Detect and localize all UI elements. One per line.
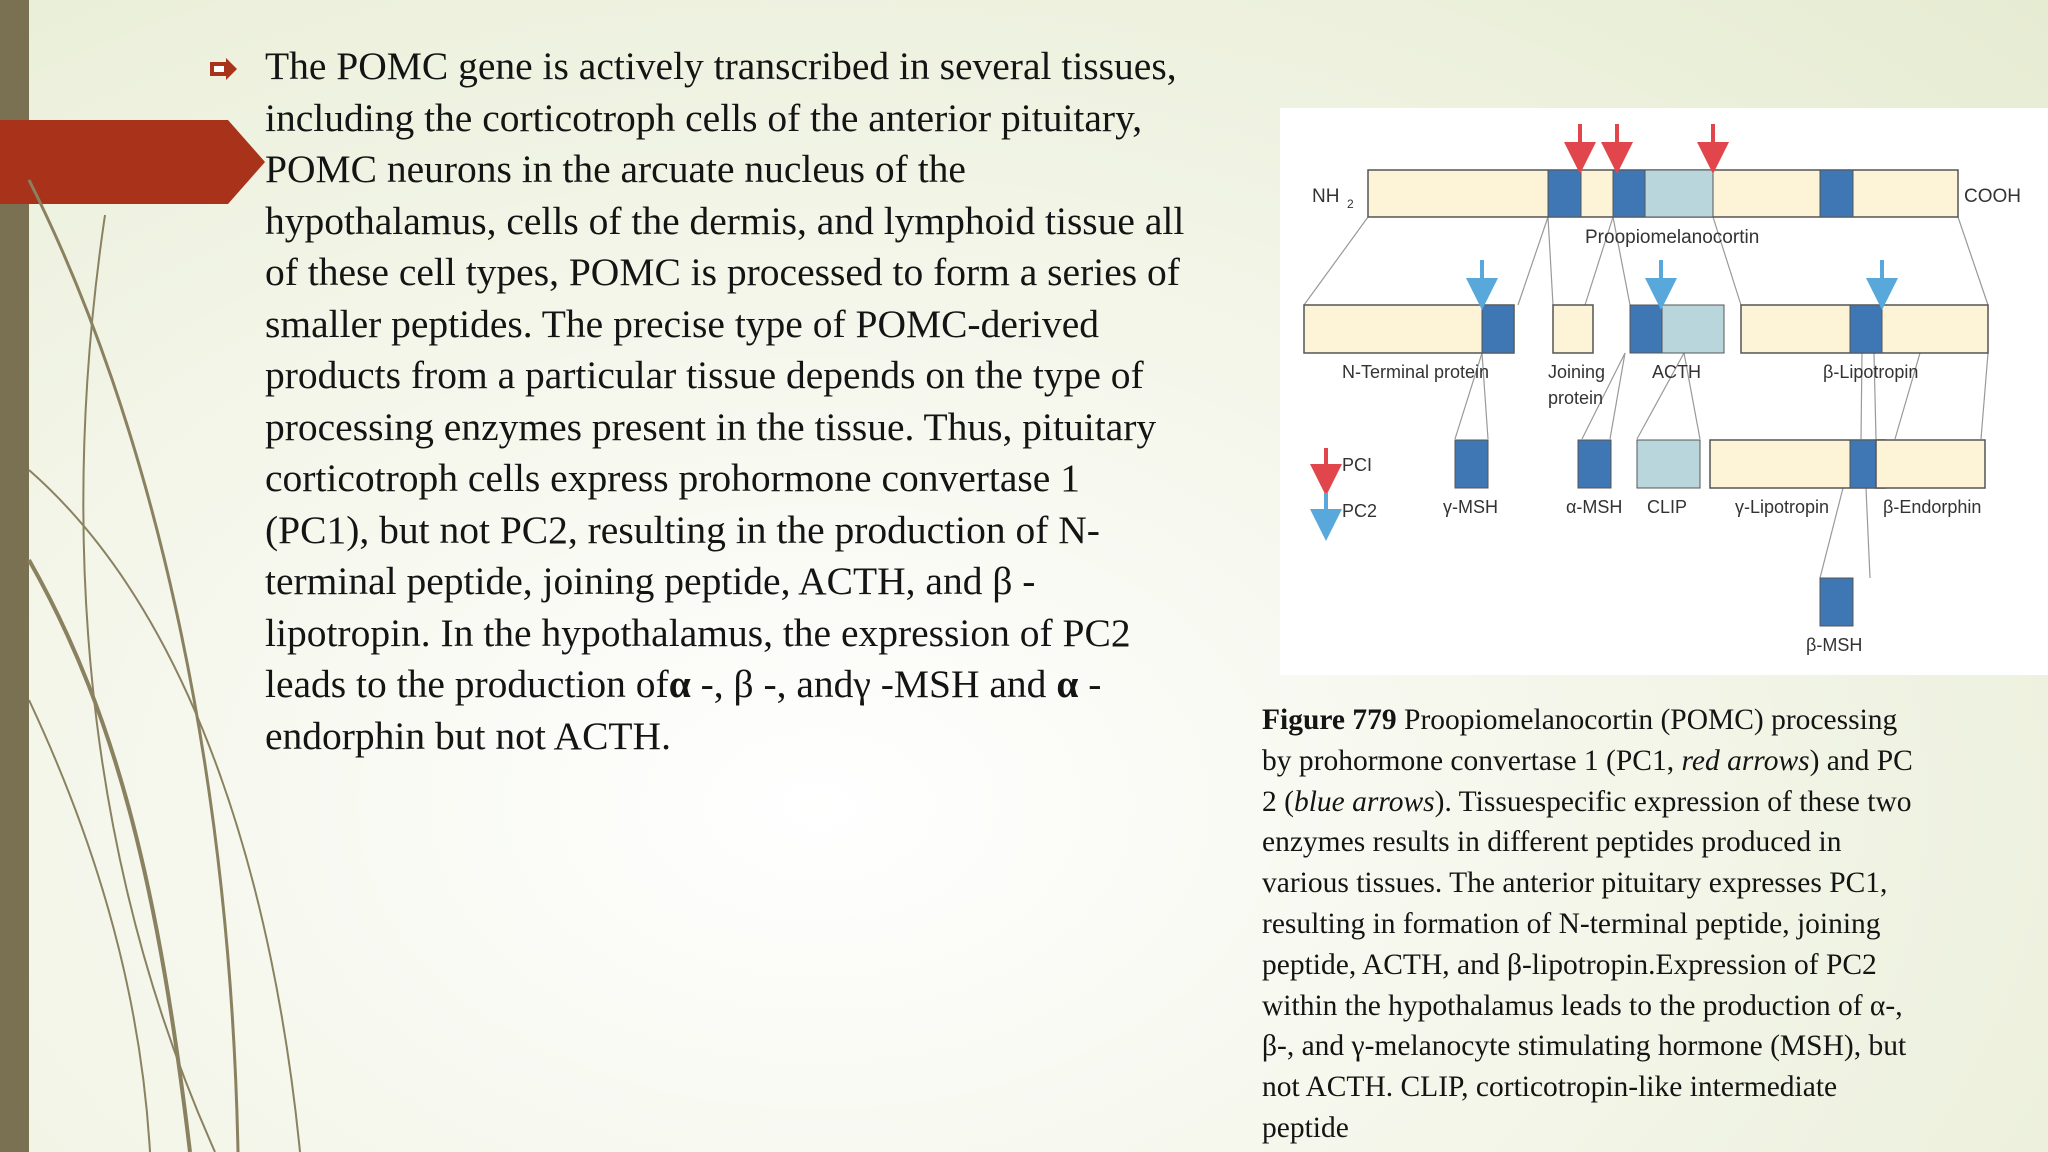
b-endorphin-label: β-Endorphin [1883,497,1981,517]
a-msh-block [1577,439,1612,489]
text-fragment: 2 ( [1262,785,1294,818]
bullet-line: endorphin but not ACTH. [265,713,671,758]
text-fragment: - [1078,662,1102,706]
nh2-subscript: 2 [1347,197,1354,211]
figure-label: Figure 779 [1262,704,1397,736]
caption-line: β-, and γ-melanocyte stimulating hormone… [1262,1030,1907,1063]
a-msh-label: α-MSH [1566,497,1622,517]
pc1-legend-label: PCI [1342,455,1372,475]
caption-line: within the hypothalamus leads to the pro… [1262,989,1903,1022]
cooh-label: COOH [1964,186,2021,207]
bullet-line: POMC neurons in the arcuate nucleus of t… [265,147,966,191]
joining-protein-block [1552,304,1594,354]
bullet-line: hypothalamus, cells of the dermis, and l… [265,198,1185,243]
clip-block [1636,439,1701,489]
caption-line: Figure 779 Proopiomelanocortin (POMC) pr… [1262,700,2022,741]
pomc-precursor-bar [1367,169,1959,218]
caption-line: by prohormone convertase 1 (PC1, red arr… [1262,741,2022,782]
text-fragment: leads to the production of [265,662,669,706]
text-fragment: γ -MSH and [853,662,1057,706]
nh2-label: NH [1312,186,1339,207]
bullet-line: (PC1), but not PC2, resulting in the pro… [265,507,1100,552]
caption-line: not ACTH. CLIP, corticotropin-like inter… [1262,1071,1838,1104]
pc2-legend-label: PC2 [1342,501,1377,521]
italic-text: blue arrows [1293,785,1435,818]
b-lipotropin-block [1740,304,1989,354]
b-msh-block [1819,577,1854,627]
bullet-line: processing enzymes present in the tissue… [265,404,1157,449]
bullet-line: of these cell types, POMC is processed t… [265,250,1180,294]
text-fragment: by prohormone convertase 1 (PC1, [1262,744,1682,777]
alpha-symbol: α [668,662,691,706]
bullet-line: products from a particular tissue depend… [265,353,1144,397]
g-lipotropin-block [1709,439,1886,489]
g-lipotropin-label: γ-Lipotropin [1735,497,1829,517]
g-msh-block [1454,439,1489,489]
g-msh-label: γ-MSH [1443,497,1498,517]
bullet-line: The POMC gene is actively transcribed in… [265,44,1177,88]
arrow-bullet-icon [210,58,237,80]
acth-block [1629,304,1725,354]
caption-line: 2 (blue arrows). Tissuespecific expressi… [1262,782,2022,823]
text-fragment: ). Tissuespecific expression of these tw… [1434,785,1912,818]
b-endorphin-block [1875,439,1986,489]
alpha-symbol: α [1056,662,1079,706]
red-arrow-tab [0,120,265,204]
bullet-line: leads to the production ofα -, β -, andγ… [265,659,1265,711]
joining-protein-label: Joining [1548,362,1605,382]
b-lipotropin-label: β-Lipotropin [1823,362,1918,382]
n-terminal-protein-label: N-Terminal protein [1342,362,1489,382]
caption-line: peptide, ACTH, and β-lipotropin.Expressi… [1262,948,1877,981]
proopiomelanocortin-label: Proopiomelanocortin [1585,227,1759,248]
caption-line: peptide [1262,1111,1349,1144]
bullet-line: lipotropin. In the hypothalamus, the exp… [265,610,1131,655]
bullet-line: including the corticotroph cells of the … [265,95,1143,140]
pomc-processing-diagram: NH 2 COOH Proopiomelanocortin N-Terminal… [1303,124,2021,655]
bullet-paragraph: The POMC gene is actively transcribed in… [265,41,1265,762]
acth-label: ACTH [1652,362,1701,382]
figure-panel: NH 2 COOH Proopiomelanocortin N-Terminal… [1280,108,2048,675]
text-fragment: -, β -, and [690,662,854,706]
clip-label: CLIP [1647,497,1687,517]
decorative-curves [27,179,301,1152]
b-msh-label: β-MSH [1806,635,1862,655]
text-fragment: ) and PC [1809,744,1913,777]
connector-lines [1303,216,1989,579]
italic-text: red arrows [1681,744,1810,777]
n-terminal-protein-block [1303,304,1515,354]
bullet-line: smaller peptides. The precise type of PO… [265,301,1100,346]
bullet-line: terminal peptide, joining peptide, ACTH,… [265,559,1036,603]
caption-line: resulting in formation of N-terminal pep… [1262,907,1881,940]
figure-caption: Figure 779 Proopiomelanocortin (POMC) pr… [1262,700,2022,1149]
caption-line: enzymes results in different peptides pr… [1262,826,1842,859]
text-fragment: Proopiomelanocortin (POMC) processing [1396,704,1898,736]
joining-protein-label: protein [1548,388,1603,408]
caption-line: various tissues. The anterior pituitary … [1262,867,1888,900]
bullet-line: corticotroph cells express prohormone co… [265,456,1080,500]
